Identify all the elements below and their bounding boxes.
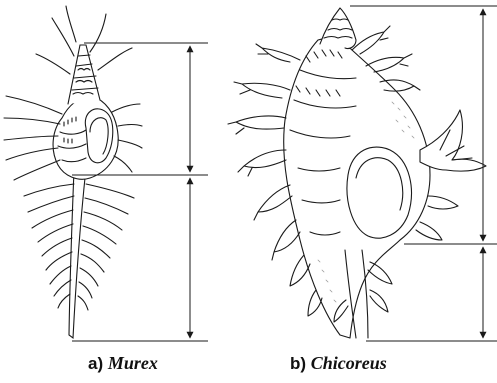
caption-murex: a) Murex [88,353,158,374]
caption-murex-letter: a) [88,354,103,373]
caption-chicoreus-genus: Chicoreus [311,353,387,373]
caption-murex-genus: Murex [108,353,158,373]
murex-shell-icon [4,6,142,338]
caption-chicoreus: b) Chicoreus [290,353,387,374]
caption-chicoreus-letter: b) [290,354,306,373]
chicoreus-shell-icon [228,8,486,338]
